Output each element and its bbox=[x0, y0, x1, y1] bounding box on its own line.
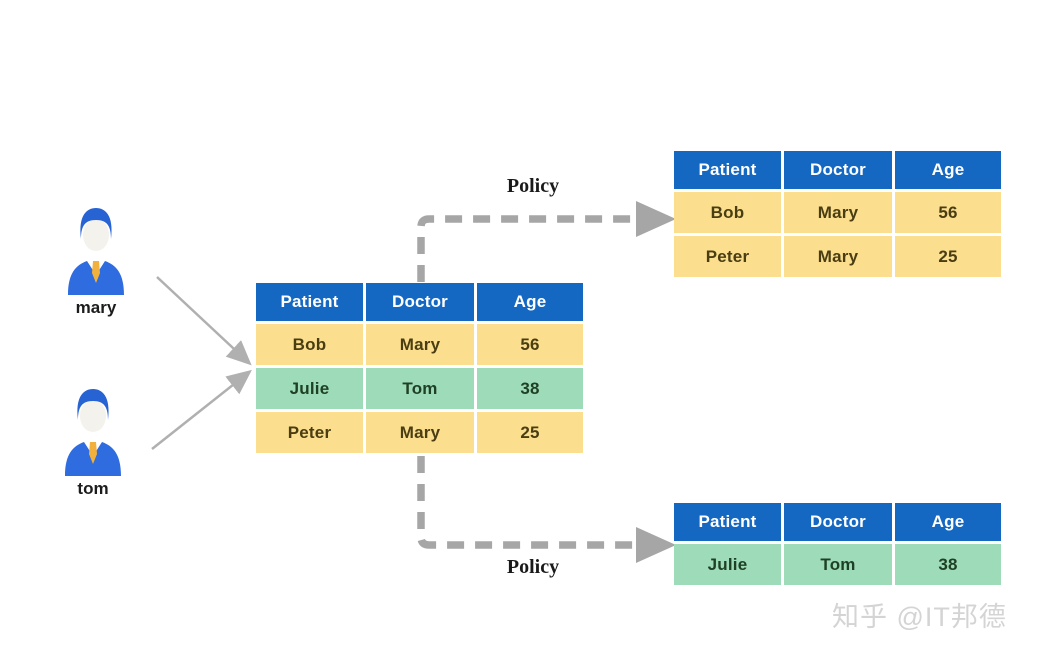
table-cell: Tom bbox=[366, 368, 474, 409]
table-cell: Bob bbox=[674, 192, 781, 233]
policy-label-bottom: Policy bbox=[506, 556, 560, 578]
table-cell: Julie bbox=[256, 368, 363, 409]
policy-arrowhead-bottom bbox=[636, 527, 676, 563]
column-header-cell: Age bbox=[895, 151, 1001, 189]
table-cell: Peter bbox=[256, 412, 363, 453]
table-cell: Mary bbox=[784, 192, 892, 233]
watermark: 知乎 @IT邦德 bbox=[832, 602, 1007, 632]
column-header-cell: Doctor bbox=[784, 151, 892, 189]
table-cell: 56 bbox=[895, 192, 1001, 233]
table-cell: Bob bbox=[256, 324, 363, 365]
column-header-cell: Patient bbox=[674, 151, 781, 189]
column-header-cell: Doctor bbox=[784, 503, 892, 541]
user-tom: tom bbox=[54, 386, 132, 499]
policy-dashed-path-top bbox=[417, 215, 640, 282]
policy-label-top: Policy bbox=[506, 175, 560, 197]
table-cell: 38 bbox=[895, 544, 1001, 585]
table-cell: Peter bbox=[674, 236, 781, 277]
user-label: tom bbox=[77, 479, 109, 498]
policy-dashed-path-bottom bbox=[417, 456, 640, 549]
arrow-mary-to-table bbox=[156, 276, 252, 366]
user-icon bbox=[68, 208, 124, 295]
policy-arrowhead-top bbox=[636, 201, 676, 237]
column-header-cell: Doctor bbox=[366, 283, 474, 321]
table-cell: 25 bbox=[895, 236, 1001, 277]
table-cell: Julie bbox=[674, 544, 781, 585]
column-header-cell: Age bbox=[477, 283, 583, 321]
table-cell: Mary bbox=[784, 236, 892, 277]
table-cell: 38 bbox=[477, 368, 583, 409]
table-cell: Mary bbox=[366, 324, 474, 365]
table-cell: 56 bbox=[477, 324, 583, 365]
column-header-cell: Patient bbox=[674, 503, 781, 541]
table-cell: 25 bbox=[477, 412, 583, 453]
user-mary: mary bbox=[57, 205, 135, 318]
user-icon bbox=[65, 389, 121, 476]
column-header-cell: Patient bbox=[256, 283, 363, 321]
user-label: mary bbox=[75, 298, 117, 317]
arrow-tom-to-table bbox=[151, 369, 252, 450]
table-cell: Tom bbox=[784, 544, 892, 585]
column-header-cell: Age bbox=[895, 503, 1001, 541]
table-cell: Mary bbox=[366, 412, 474, 453]
